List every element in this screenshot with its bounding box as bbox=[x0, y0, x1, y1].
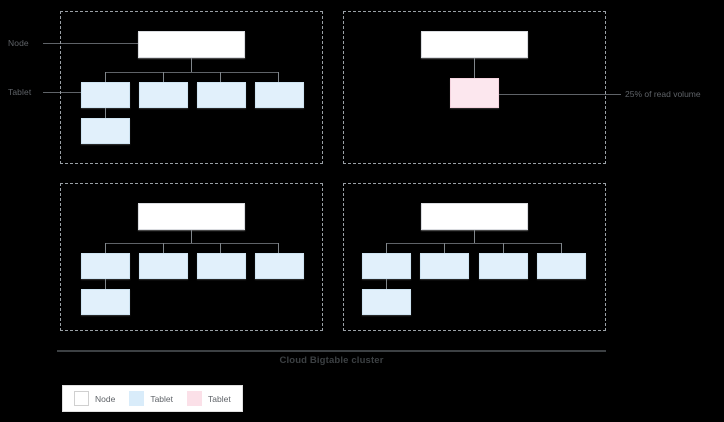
connector-bus bbox=[105, 72, 278, 73]
tablet-box bbox=[537, 253, 586, 279]
cluster-node-group-bottom-right bbox=[343, 183, 606, 331]
legend-label-node: Node bbox=[95, 393, 116, 404]
tablet-box bbox=[362, 253, 411, 279]
tablet-box bbox=[197, 82, 246, 108]
connector-drop bbox=[105, 243, 106, 253]
connector-bus bbox=[105, 243, 278, 244]
tablet-box bbox=[81, 253, 130, 279]
connector-drop bbox=[163, 243, 164, 253]
tablet-box bbox=[479, 253, 528, 279]
node-box bbox=[138, 31, 245, 58]
legend: Node Tablet Tablet bbox=[62, 385, 243, 412]
tablet-box bbox=[139, 253, 188, 279]
tablet-box bbox=[81, 82, 130, 108]
connector-drop bbox=[278, 72, 279, 82]
tablet-box bbox=[420, 253, 469, 279]
side-label-node: Node bbox=[8, 38, 29, 48]
side-label-tablet-leader-line bbox=[43, 92, 82, 93]
cluster-node-group-bottom-left bbox=[60, 183, 323, 331]
connector-drop bbox=[444, 243, 445, 253]
cluster-node-group-top-right bbox=[343, 11, 606, 164]
node-box bbox=[421, 31, 528, 58]
connector-drop bbox=[105, 108, 106, 118]
cluster-caption: Cloud Bigtable cluster bbox=[279, 355, 384, 366]
tablet-box bbox=[139, 82, 188, 108]
hot-tablet-box bbox=[450, 78, 499, 108]
tablet-box bbox=[362, 289, 411, 315]
connector-drop bbox=[503, 243, 504, 253]
node-box bbox=[421, 203, 528, 230]
legend-label-hot-tablet: Tablet bbox=[208, 393, 231, 404]
tablet-box bbox=[255, 253, 304, 279]
connector-node-trunk bbox=[191, 230, 192, 243]
hot-tablet-swatch-icon bbox=[187, 391, 203, 406]
connector-node-trunk bbox=[474, 58, 475, 78]
cluster-node-group-top-left bbox=[60, 11, 323, 164]
tablet-box bbox=[197, 253, 246, 279]
connector-drop bbox=[220, 243, 221, 253]
node-swatch-icon bbox=[74, 391, 89, 406]
tablet-box bbox=[81, 118, 130, 144]
callout-label: 25% of read volume bbox=[625, 89, 701, 99]
legend-item-hot-tablet: Tablet bbox=[187, 391, 231, 406]
tablet-box bbox=[81, 289, 130, 315]
legend-label-tablet: Tablet bbox=[150, 393, 174, 404]
connector-node-trunk bbox=[191, 58, 192, 72]
connector-drop bbox=[163, 72, 164, 82]
connector-bus bbox=[386, 243, 561, 244]
side-label-tablet: Tablet bbox=[8, 87, 32, 97]
tablet-box bbox=[255, 82, 304, 108]
connector-drop bbox=[220, 72, 221, 82]
tablet-swatch-icon bbox=[129, 391, 145, 406]
connector-drop bbox=[278, 243, 279, 253]
side-label-node-leader-line bbox=[43, 43, 139, 44]
callout-leader-line bbox=[499, 94, 621, 95]
connector-node-trunk bbox=[474, 230, 475, 243]
connector-drop bbox=[386, 243, 387, 253]
node-box bbox=[138, 203, 245, 230]
connector-drop bbox=[386, 279, 387, 289]
legend-item-node: Node bbox=[74, 391, 115, 406]
legend-item-tablet: Tablet bbox=[129, 391, 173, 406]
connector-drop bbox=[105, 72, 106, 82]
cluster-divider-rule bbox=[57, 350, 606, 352]
connector-drop bbox=[561, 243, 562, 253]
connector-drop bbox=[105, 279, 106, 289]
